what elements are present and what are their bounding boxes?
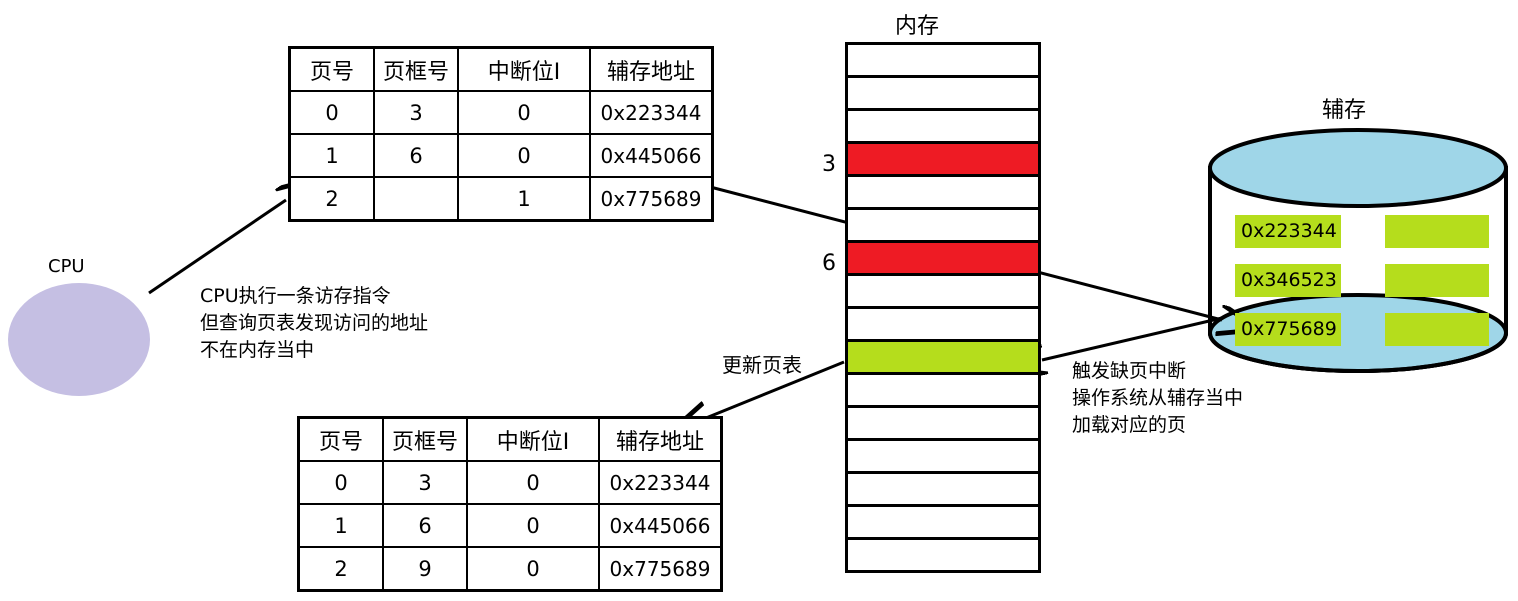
cell-page-number: 2	[297, 546, 384, 592]
cell-storage-addr: 0x775689	[589, 176, 714, 222]
storage-block-blank	[1385, 215, 1489, 248]
cell-page-number: 0	[297, 460, 384, 505]
memory-frame	[848, 174, 1038, 207]
header-interrupt-bit: 中断位I	[457, 46, 591, 92]
memory-frame	[848, 75, 1038, 108]
table-row: 0 3 0 0x223344	[288, 90, 714, 135]
memory-frame	[848, 42, 1038, 75]
note-page-fault: 触发缺页中断 操作系统从辅存当中 加载对应的页	[1072, 360, 1244, 436]
storage-block-addr: 0x223344	[1235, 215, 1341, 248]
arrow-cpu-to-page-table	[148, 200, 286, 295]
memory-frame	[848, 306, 1038, 339]
memory-frame	[848, 207, 1038, 240]
arrow-disk-to-memory	[1042, 316, 1223, 360]
table-row: 1 6 0 0x445066	[297, 503, 723, 548]
memory-frame	[848, 537, 1038, 570]
memory-frame	[848, 405, 1038, 438]
memory-frame	[848, 273, 1038, 306]
memory-frame	[848, 438, 1038, 471]
header-interrupt-bit: 中断位I	[466, 416, 600, 462]
cell-interrupt-bit: 0	[457, 133, 591, 178]
cell-interrupt-bit: 0	[466, 503, 600, 548]
page-table-before: 页号 页框号 中断位I 辅存地址 0 3 0 0x223344 1 6 0 0x…	[288, 46, 714, 222]
memory-frame	[848, 504, 1038, 537]
cell-interrupt-bit: 0	[466, 460, 600, 505]
cell-interrupt-bit: 1	[457, 176, 591, 222]
cell-page-number: 1	[288, 133, 375, 178]
cell-storage-addr: 0x445066	[589, 133, 714, 178]
memory-frame	[848, 372, 1038, 405]
cell-frame-number: 3	[373, 90, 459, 135]
cell-interrupt-bit: 0	[457, 90, 591, 135]
memory-frame	[848, 108, 1038, 141]
cell-page-number: 1	[297, 503, 384, 548]
header-frame-number: 页框号	[373, 46, 459, 92]
header-frame-number: 页框号	[382, 416, 468, 462]
cell-frame-number: 9	[382, 546, 468, 592]
memory-frame-label-3: 3	[822, 152, 836, 177]
cell-frame-number: 6	[373, 133, 459, 178]
header-storage-addr: 辅存地址	[589, 46, 714, 92]
header-page-number: 页号	[297, 416, 384, 462]
cpu-shape	[8, 283, 150, 396]
memory-frame	[848, 471, 1038, 504]
cell-interrupt-bit: 0	[466, 546, 600, 592]
cell-storage-addr: 0x445066	[598, 503, 723, 548]
table-row: 2 9 0 0x775689	[297, 546, 723, 592]
table-header-row: 页号 页框号 中断位I 辅存地址	[288, 46, 714, 92]
memory-frame-used-3	[848, 141, 1038, 174]
table-row: 0 3 0 0x223344	[297, 460, 723, 505]
note-cpu-access: CPU执行一条访存指令 但查询页表发现访问的地址 不在内存当中	[200, 285, 429, 361]
memory-frame-label-6: 6	[822, 251, 836, 276]
memory-title: 内存	[895, 14, 940, 39]
cell-frame-number: 6	[382, 503, 468, 548]
cell-frame-number: 3	[382, 460, 468, 505]
cell-storage-addr: 0x223344	[589, 90, 714, 135]
table-header-row: 页号 页框号 中断位I 辅存地址	[297, 416, 723, 462]
storage-title: 辅存	[1322, 98, 1367, 123]
storage-block-addr: 0x346523	[1235, 264, 1341, 297]
page-table-after: 页号 页框号 中断位I 辅存地址 0 3 0 0x223344 1 6 0 0x…	[297, 416, 723, 592]
note-update-page-table: 更新页表	[722, 353, 802, 377]
memory-frame-loaded-9	[848, 339, 1038, 372]
header-storage-addr: 辅存地址	[598, 416, 723, 462]
secondary-storage: 0x223344 0x346523 0x775689	[1205, 140, 1505, 365]
table-row: 1 6 0 0x445066	[288, 133, 714, 178]
cell-frame-number	[373, 176, 459, 222]
storage-block-blank	[1385, 264, 1489, 297]
cell-page-number: 2	[288, 176, 375, 222]
header-page-number: 页号	[288, 46, 375, 92]
storage-block-addr-requested: 0x775689	[1235, 313, 1341, 346]
cell-storage-addr: 0x223344	[598, 460, 723, 505]
cell-page-number: 0	[288, 90, 375, 135]
memory-column	[845, 42, 1041, 573]
storage-block-blank	[1385, 313, 1489, 346]
cpu-label: CPU	[48, 256, 85, 277]
cell-storage-addr: 0x775689	[598, 546, 723, 592]
table-row: 2 1 0x775689	[288, 176, 714, 222]
memory-frame-used-6	[848, 240, 1038, 273]
